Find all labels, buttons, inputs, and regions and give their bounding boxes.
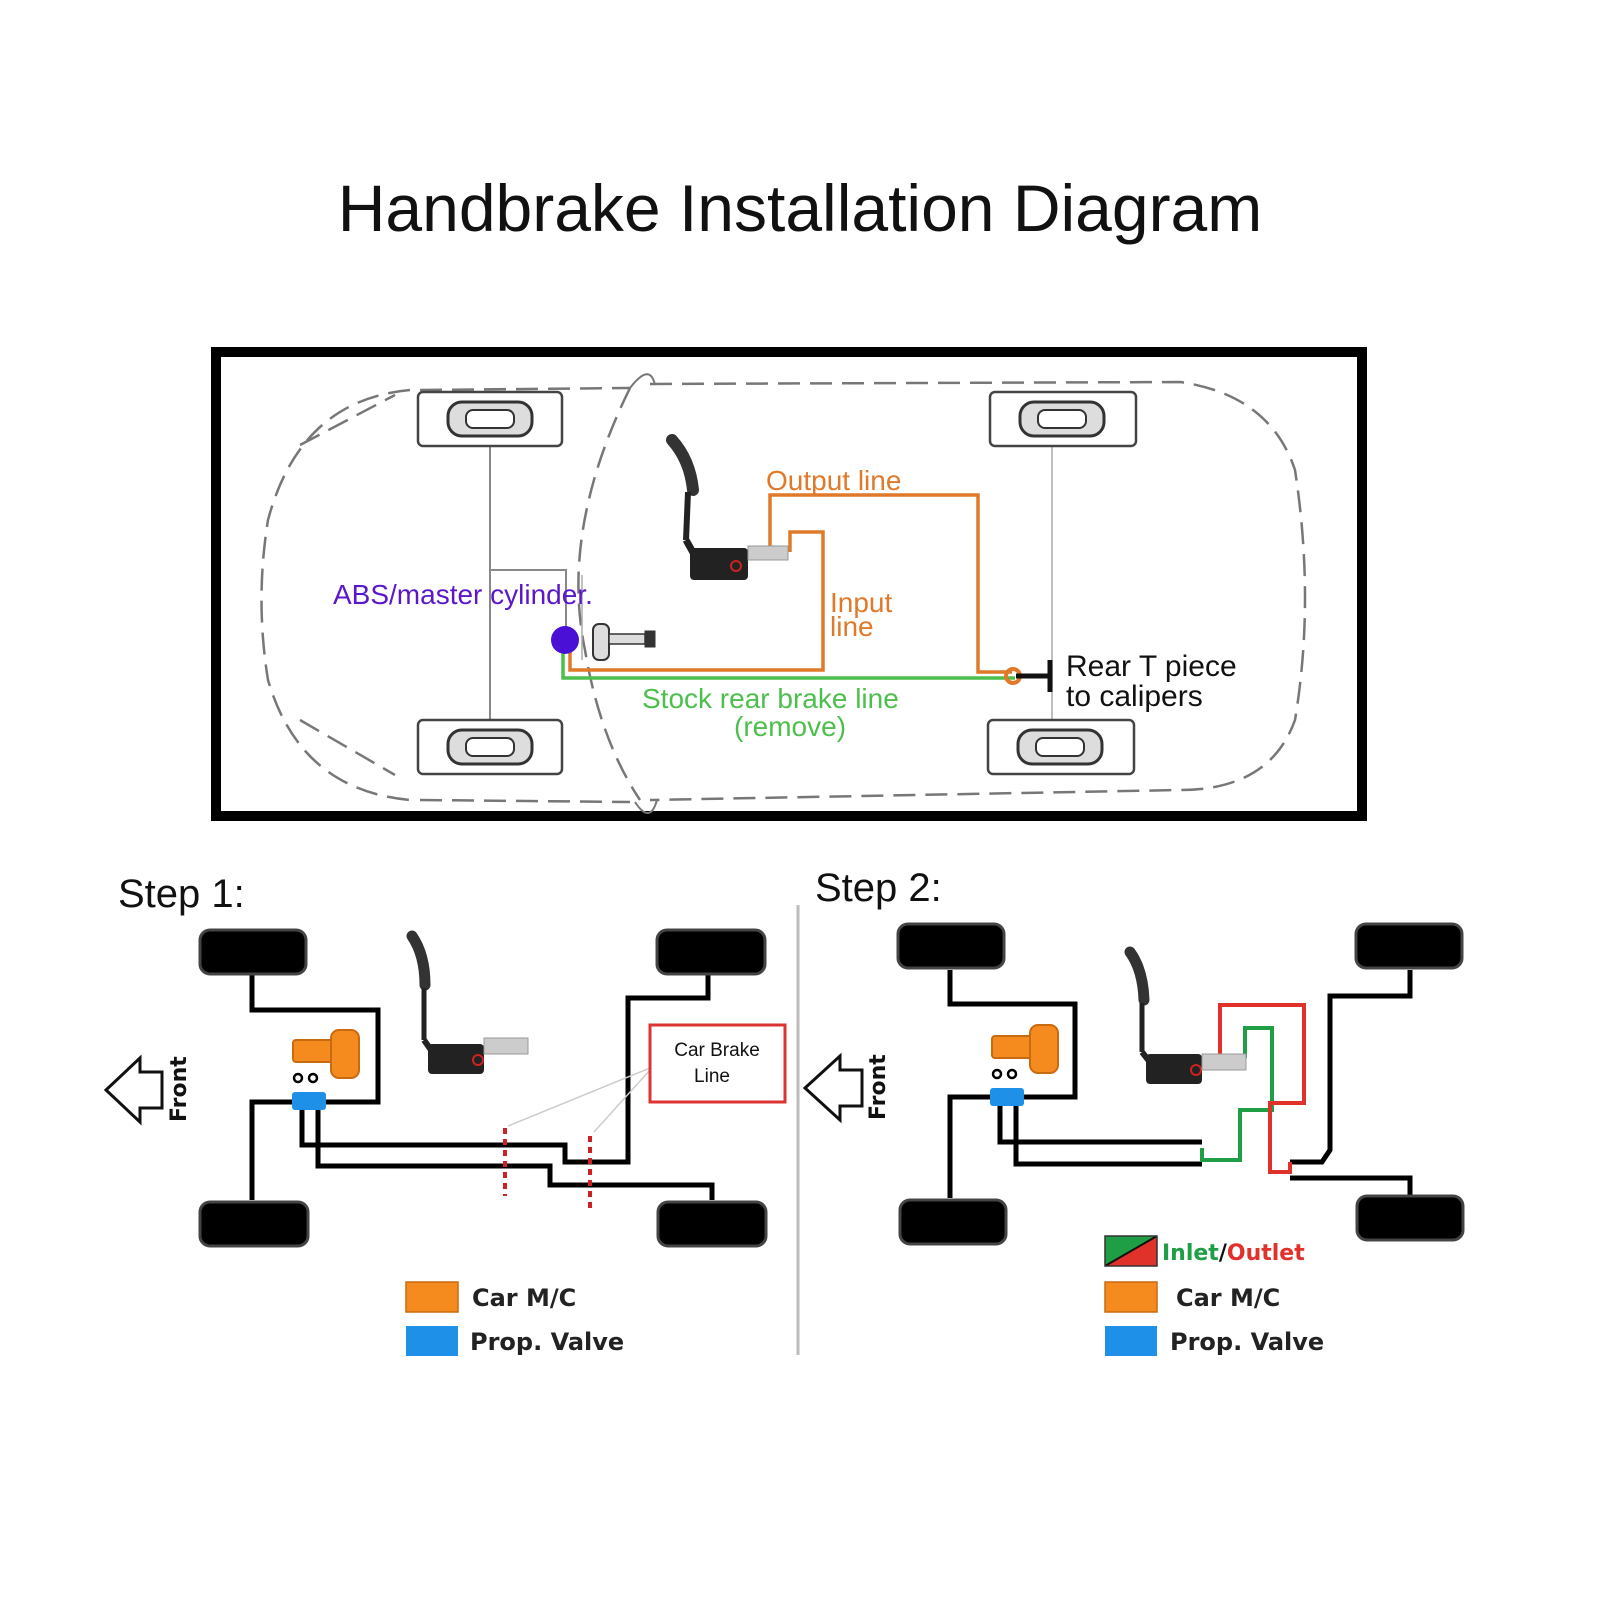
stock-line-label-1: Stock rear brake line [642, 683, 899, 714]
page-title: Handbrake Installation Diagram [337, 171, 1263, 245]
rear-t-piece-icon [1004, 660, 1053, 692]
front-arrow-icon-2 [802, 1052, 864, 1124]
legend-label-pv-2: Prop. Valve [1170, 1328, 1324, 1356]
step2-wheel-rr [1355, 1194, 1465, 1242]
stock-line-label-2: (remove) [734, 711, 846, 742]
step2-prop-valve-icon [990, 1088, 1024, 1106]
legend-swatch-mc-1 [405, 1281, 459, 1313]
handbrake-icon-overview [666, 434, 789, 580]
inlet-line [1200, 1026, 1274, 1162]
step1-label: Step 1: [118, 872, 245, 916]
step1-master-cylinder-icon [292, 1029, 360, 1084]
callout-text-2: Line [694, 1066, 730, 1087]
legend-label-pv-1: Prop. Valve [470, 1328, 624, 1356]
step2-diagram: Front Inlet/Outlet Car M/C Prop. Valve [802, 922, 1465, 1356]
input-line [568, 530, 825, 672]
step1-wheel-rl [655, 928, 767, 976]
output-line-label: Output line [766, 465, 901, 496]
legend-label-mc-2: Car M/C [1176, 1284, 1280, 1312]
front-arrow-icon [103, 1054, 164, 1126]
handbrake-icon-step2 [1124, 946, 1247, 1084]
input-line-label-2: line [830, 611, 874, 642]
step1-wheel-fl [198, 928, 308, 976]
legend-swatch-mc-2 [1104, 1281, 1158, 1313]
handbrake-icon-step1 [406, 930, 529, 1074]
step1-prop-valve-icon [292, 1092, 326, 1110]
step1-wheel-fr [198, 1200, 310, 1248]
wheel-rear-right [986, 718, 1136, 776]
abs-label: ABS/master cylinder. [333, 579, 593, 610]
legend-label-mc-1: Car M/C [472, 1284, 576, 1312]
rear-t-label-1: Rear T piece [1066, 650, 1237, 683]
output-line [768, 493, 1012, 674]
legend-swatch-inlet-outlet [1104, 1235, 1158, 1267]
legend-swatch-pv-1 [406, 1326, 458, 1356]
step2-label: Step 2: [815, 866, 942, 910]
step2-master-cylinder-icon [991, 1024, 1059, 1080]
legend-inlet-outlet: Inlet/Outlet [1162, 1241, 1305, 1266]
stock-rear-brake-line [561, 650, 1015, 680]
input-line-label-1: Input [830, 587, 892, 618]
overview-frame [211, 347, 1367, 821]
master-cylinder-body-icon [592, 623, 656, 661]
car-brake-line-callout [648, 1023, 787, 1104]
callout-text-1: Car Brake [674, 1040, 760, 1061]
step2-wheel-fl [896, 922, 1006, 970]
legend-swatch-pv-2 [1105, 1326, 1157, 1356]
step2-wheel-rl [1354, 922, 1464, 970]
outlet-line [1218, 1003, 1306, 1174]
abs-master-cylinder-icon [551, 626, 579, 654]
front-label: Front [167, 1056, 192, 1122]
step1-diagram: Car Brake Line Front Car M/C Prop. Valve [103, 928, 787, 1356]
wheel-rear-left [988, 390, 1138, 448]
wheel-front-right [416, 718, 564, 776]
rear-t-label-2: to calipers [1066, 680, 1203, 713]
step2-wheel-fr [898, 1198, 1008, 1246]
front-label-2: Front [866, 1054, 891, 1120]
wheel-front-left [416, 390, 564, 448]
step1-wheel-rr [656, 1200, 768, 1248]
